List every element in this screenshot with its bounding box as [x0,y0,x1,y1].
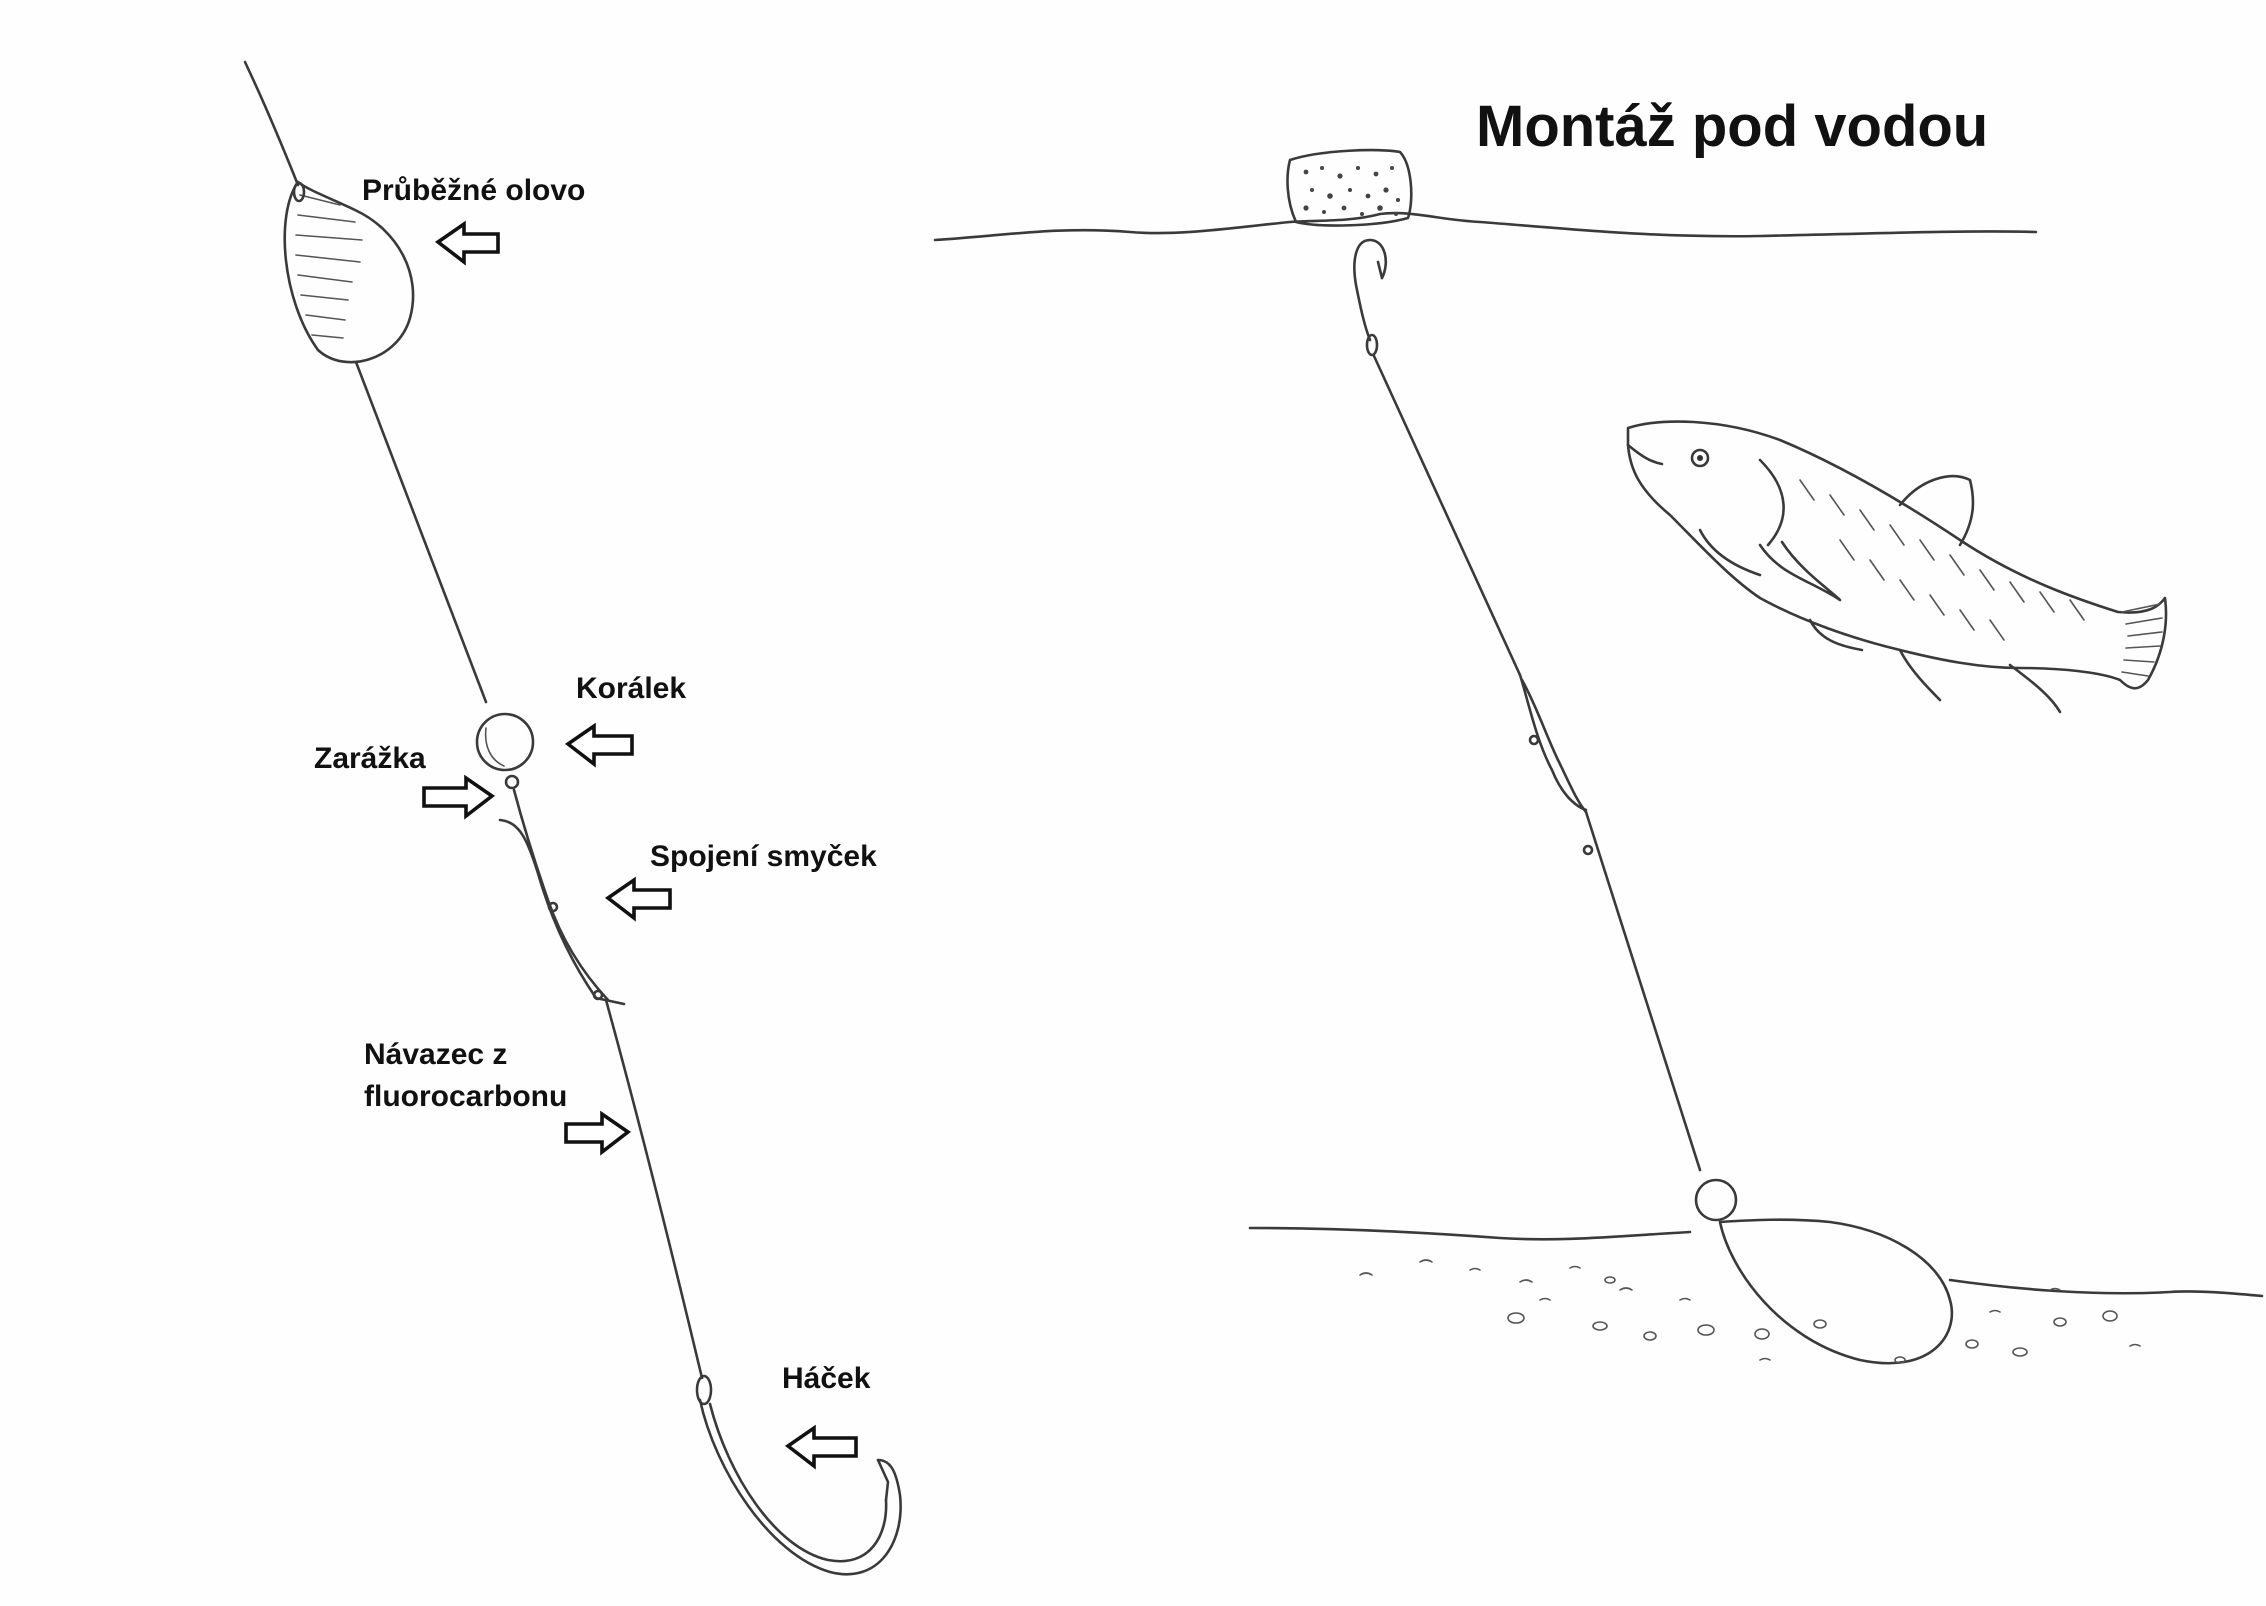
stopper-label: Zarážka [314,742,426,775]
sediment [1359,1259,2141,1364]
page-title: Montáž pod vodou [1476,94,1988,159]
loop-connection-arrow [604,876,672,922]
stopper-arrow [422,774,496,820]
leader-arrow [564,1110,632,1156]
leader-label-line2: fluorocarbonu [364,1080,567,1113]
hook-label: Háček [782,1362,871,1395]
leader-label-line1: Návazec z [364,1038,507,1071]
main-line [243,60,300,187]
fish-drawing [1626,420,2168,714]
bead-drawing [475,712,535,772]
bead-label: Korálek [576,672,686,705]
bead-arrow [564,722,634,768]
line-to-bead [354,360,488,704]
stopper-drawing [504,774,520,790]
loop-connection-label: Spojení smyček [650,840,877,873]
bait-hook [1353,238,1387,357]
labels: Průběžné olovo Korálek Zarážka Spojení s… [314,174,877,1395]
bottom-sinker [1718,1218,1954,1365]
underwater-scene [933,148,2264,1365]
loop-connection-drawing [498,788,626,1006]
leader-line [604,998,704,1380]
lake-bottom [1248,1226,2264,1298]
hook-arrow [784,1424,858,1470]
left-rig [243,60,902,1576]
water-surface [933,211,2038,242]
sinker-arrow [434,220,500,266]
underwater-line [1372,354,1522,677]
bottom-bead [1694,1178,1738,1222]
label-arrows [422,220,858,1470]
hook-drawing [695,1374,902,1576]
floating-bait [1286,148,1413,227]
sinker-label: Průběžné olovo [362,174,585,207]
sinker-drawing [283,180,415,364]
